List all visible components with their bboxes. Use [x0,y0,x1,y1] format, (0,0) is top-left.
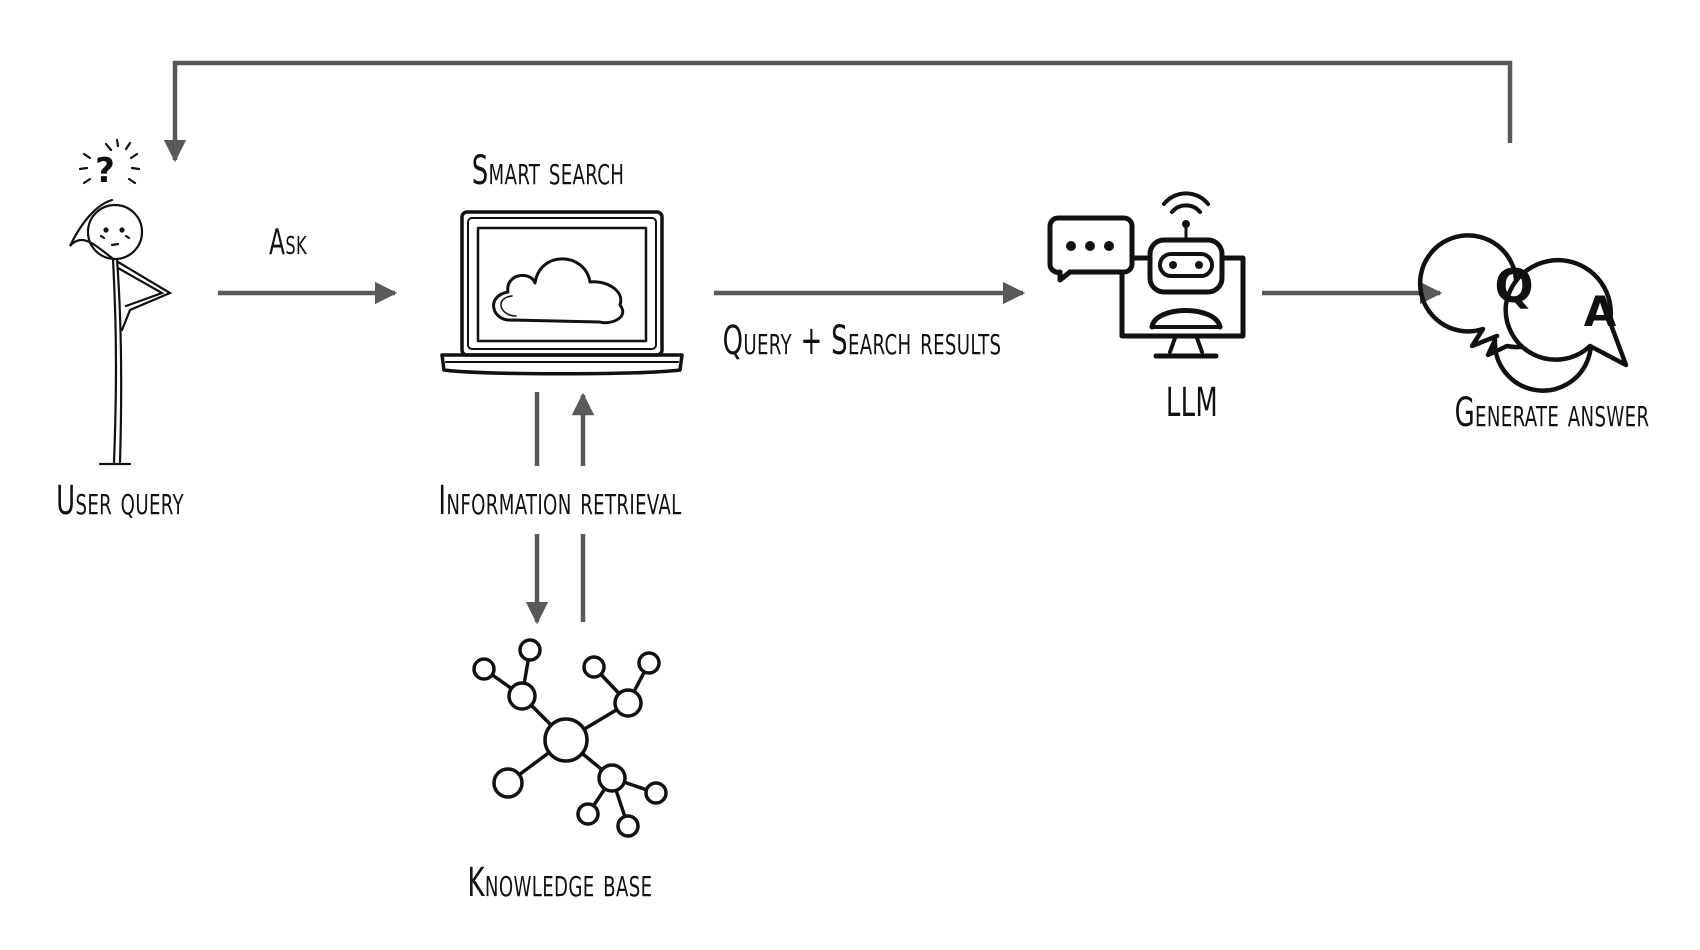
laptop-cloud-icon [440,210,684,376]
generate-answer-label: Generate answer [1454,390,1650,436]
ask-label: Ask [269,222,307,263]
confused-stick-figure-icon [69,138,173,466]
chatbot-monitor-icon [1047,191,1246,359]
q-letter: Q [1494,259,1533,313]
a-letter: A [1584,287,1617,336]
query-search-results-label: Query + Search results [722,318,1002,364]
information-retrieval-label: Information retrieval [438,478,682,524]
user-query-label: User query [56,478,184,524]
llm-label: LLM [1165,380,1219,426]
feedback-arrow [163,60,1513,163]
network-graph-icon [472,638,668,838]
smart-search-label: Smart search [471,148,625,194]
question-mark-glyph: ? [95,151,115,191]
knowledge-base-label: Knowledge base [467,860,653,906]
qa-speech-bubbles-icon [1417,233,1629,393]
